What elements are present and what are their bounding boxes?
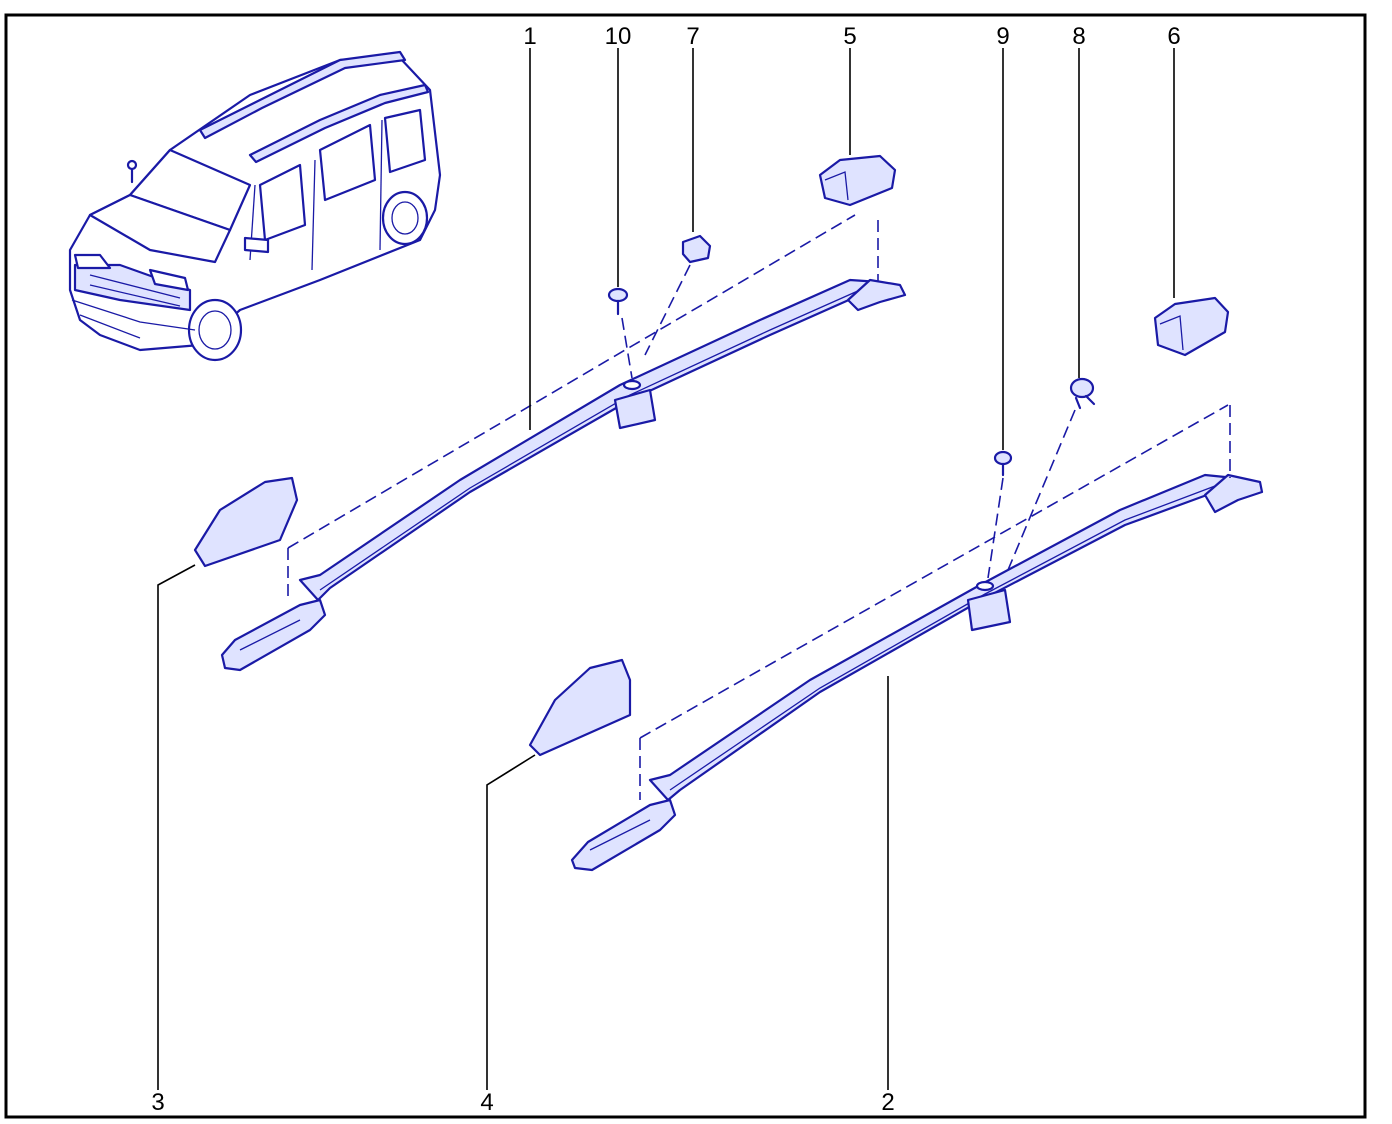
callout-4: 4: [480, 1089, 493, 1116]
roof-rail-2: [570, 473, 1264, 872]
vehicle-thumbnail: [68, 50, 442, 362]
end-cap-5: [818, 154, 897, 207]
callout-8: 8: [1072, 23, 1085, 50]
callout-1: 1: [523, 23, 536, 50]
assembly-lines: [287, 214, 1231, 800]
end-cap-3: [193, 476, 299, 568]
roof-rail-1: [220, 278, 907, 672]
bolt-9: [993, 450, 1013, 477]
callout-labels: 1 10 7 5 9 8 6 3 4 2: [151, 23, 1180, 1116]
callout-6: 6: [1167, 23, 1180, 50]
callout-9: 9: [996, 23, 1009, 50]
end-cap-4: [528, 658, 632, 757]
callout-2: 2: [881, 1089, 894, 1116]
plug-8: [1069, 377, 1096, 410]
callout-3: 3: [151, 1089, 164, 1116]
end-cap-6: [1153, 296, 1230, 357]
bolt-10: [607, 287, 629, 316]
callout-10: 10: [605, 23, 632, 50]
callout-5: 5: [843, 23, 856, 50]
plug-7: [681, 234, 712, 264]
leader-lines: [157, 48, 1175, 1090]
callout-7: 7: [686, 23, 699, 50]
